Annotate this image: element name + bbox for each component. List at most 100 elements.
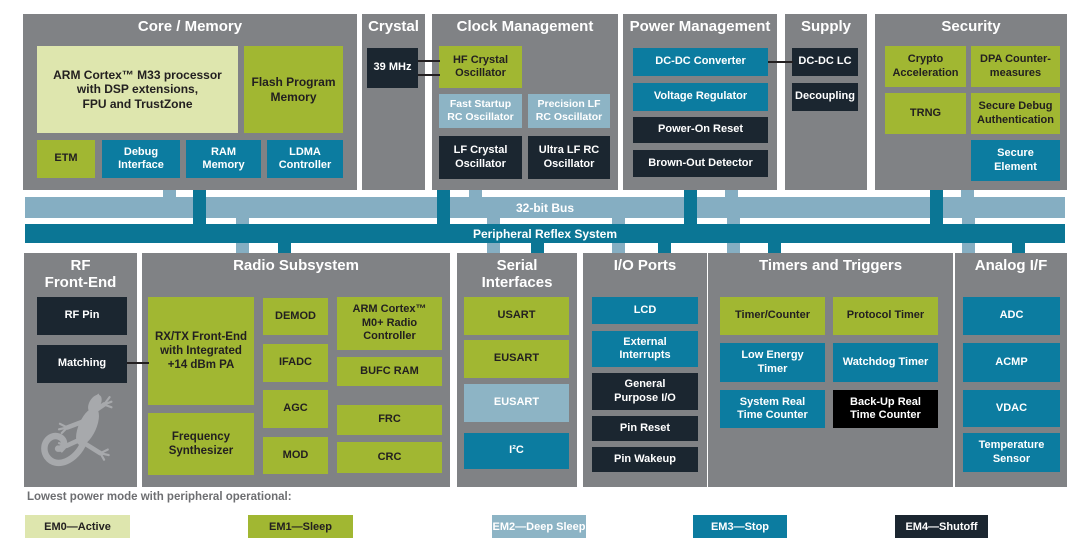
panel-title-security: Security [941,18,1001,35]
panel-title-serial-interfaces: Serial Interfaces [481,257,553,292]
block-timer-counter: Timer/Counter [720,297,825,335]
panel-title-analog-if: Analog I/F [974,257,1048,274]
block-decoupling: Decoupling [792,83,858,111]
prs-stub-dark [437,190,450,235]
connector-line [418,74,440,76]
block-eusart: EUSART [464,340,569,378]
legend-item-em2-deep-sleep: EM2—Deep Sleep [492,515,586,538]
block-precision-lf-rc-oscillator: Precision LF RC Oscillator [528,94,610,128]
legend-item-em3-stop: EM3—Stop [693,515,787,538]
block-watchdog-timer: Watchdog Timer [833,343,938,382]
block-voltage-regulator: Voltage Regulator [633,83,768,111]
block-bufc-ram: BUFC RAM [337,357,442,386]
block-fast-startup-rc-oscillator: Fast Startup RC Oscillator [439,94,522,128]
panel-crystal: Crystal 39 MHz [362,14,425,190]
connector-line [418,60,440,62]
block-rf-pin: RF Pin [37,297,127,335]
block-vdac: VDAC [963,390,1060,427]
block-adc: ADC [963,297,1060,335]
bus-stub-light [469,190,482,198]
block-secure-debug-authentication: Secure Debug Authentication [971,93,1060,134]
prs-stub-dark [930,190,943,235]
block-demod: DEMOD [263,298,328,335]
panel-title-clock-management: Clock Management [456,18,594,35]
block-brown-out-detector: Brown-Out Detector [633,150,768,177]
block-dc-dc-converter: DC-DC Converter [633,48,768,76]
bus-stub-light [961,190,974,198]
panel-title-timers-triggers: Timers and Triggers [758,257,903,274]
block-frc: FRC [337,405,442,435]
block-dpa-counter-measures: DPA Counter- measures [971,46,1060,87]
block-low-energy-timer: Low Energy Timer [720,343,825,382]
block-arm-cortex-m0-radio-controller: ARM Cortex™ M0+ Radio Controller [337,297,442,350]
bus-bus-32bit: 32-bit Bus [25,197,1065,218]
legend-item-em4-shutoff: EM4—Shutoff [895,515,988,538]
block-trng: TRNG [885,93,966,134]
block-frequency-synthesizer: Frequency Synthesizer [148,413,254,475]
block-protocol-timer: Protocol Timer [833,297,938,335]
prs-stub-dark [768,240,781,253]
block-rx-tx-front-end-with-integrated-: RX/TX Front-End with Integrated +14 dBm … [148,297,254,405]
panel-title-supply: Supply [800,18,851,35]
block-arm-cortex-m33-processor-with-ds: ARM Cortex™ M33 processor with DSP exten… [37,46,238,133]
bus-stub-light [725,190,738,198]
panel-title-crystal: Crystal [368,18,419,35]
block-back-up-real-time-counter: Back-Up Real Time Counter [833,390,938,428]
block-39-mhz: 39 MHz [367,48,418,88]
prs-stub-dark [658,240,671,253]
block-temperature-sensor: Temperature Sensor [963,433,1060,472]
panel-title-power-management: Power Management [629,18,771,35]
panel-title-radio-subsystem: Radio Subsystem [233,257,359,274]
block-lcd: LCD [592,297,698,324]
block-general-purpose-i-o: General Purpose I/O [592,373,698,410]
block-secure-element: Secure Element [971,140,1060,181]
block-crypto-acceleration: Crypto Acceleration [885,46,966,87]
block-i-c: I²C [464,433,569,469]
block-eusart: EUSART [464,384,569,422]
block-external-interrupts: External Interrupts [592,331,698,367]
block-matching: Matching [37,345,127,383]
block-ultra-lf-rc-oscillator: Ultra LF RC Oscillator [528,136,610,179]
block-ldma-controller: LDMA Controller [267,140,343,178]
connector-line [768,61,793,63]
prs-stub-dark [1012,240,1025,253]
panel-title-io-ports: I/O Ports [613,257,677,274]
legend-item-em0-active: EM0—Active [25,515,130,538]
connector-line [127,362,149,364]
panel-title-rf-front-end: RF Front-End [44,257,117,292]
bus-peripheral-reflex-system: Peripheral Reflex System [25,224,1065,243]
block-pin-wakeup: Pin Wakeup [592,447,698,472]
block-acmp: ACMP [963,343,1060,382]
block-etm: ETM [37,140,95,178]
block-pin-reset: Pin Reset [592,416,698,441]
block-ram-memory: RAM Memory [186,140,261,178]
panel-title-core-memory: Core / Memory [137,18,243,35]
block-lf-crystal-oscillator: LF Crystal Oscillator [439,136,522,179]
legend-item-em1-sleep: EM1—Sleep [248,515,353,538]
block-crc: CRC [337,442,442,473]
legend-caption: Lowest power mode with peripheral operat… [27,491,292,503]
panel-analog-if: Analog I/F ADC ACMP VDAC Temperature Sensor [955,253,1067,487]
bus-stub-light [163,190,176,198]
block-agc: AGC [263,390,328,428]
prs-stub-dark [684,190,697,235]
block-power-on-reset: Power-On Reset [633,117,768,143]
block-debug-interface: Debug Interface [102,140,180,178]
gecko-logo-icon [36,386,128,480]
block-hf-crystal-oscillator: HF Crystal Oscillator [439,46,522,88]
block-dc-dc-lc: DC-DC LC [792,48,858,76]
prs-stub-dark [278,240,291,253]
block-ifadc: IFADC [263,344,328,382]
prs-stub-dark [193,190,206,235]
block-flash-program-memory: Flash Program Memory [244,46,343,133]
